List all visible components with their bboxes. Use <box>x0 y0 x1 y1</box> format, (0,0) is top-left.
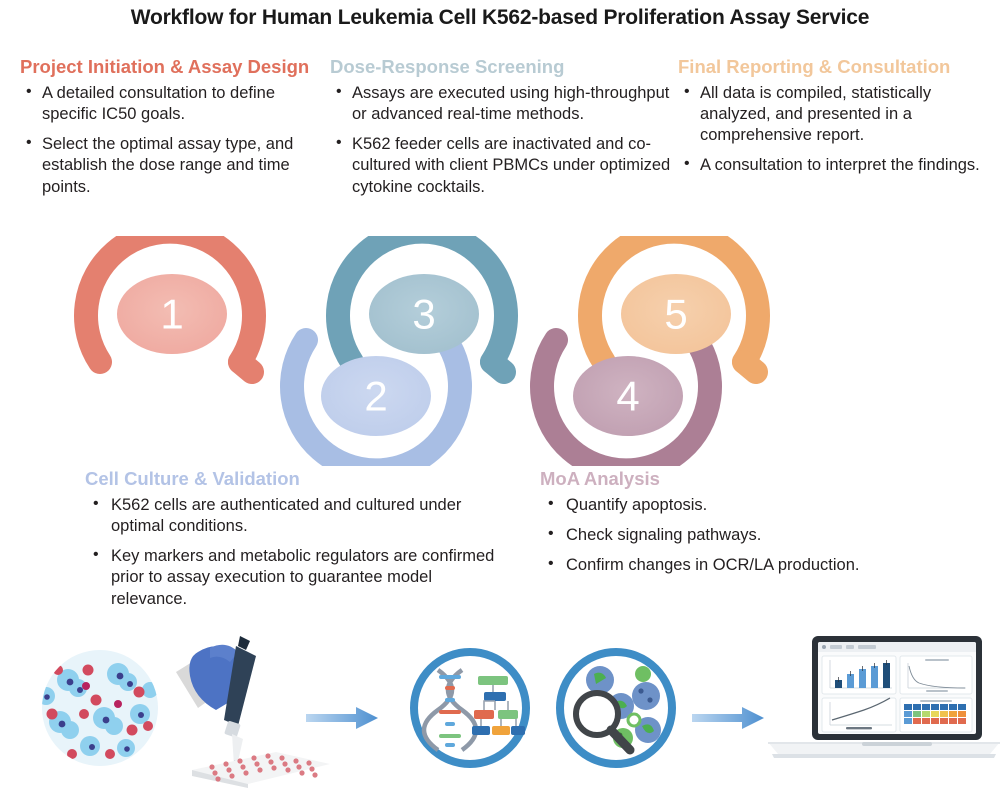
step-2-bullet-list: • K562 cells are authenticated and cultur… <box>85 495 505 610</box>
bullet-dot-icon: • <box>26 134 32 152</box>
bullet-dot-icon: • <box>548 494 554 512</box>
cell-culture-dish-icon <box>42 650 158 766</box>
bullet-text: Select the optimal assay type, and estab… <box>42 135 294 196</box>
step-1-number: 1 <box>160 291 183 338</box>
workflow-ribbon: 1 2 3 4 5 <box>74 236 770 466</box>
list-item: • A detailed consultation to define speci… <box>20 83 310 126</box>
list-item: • K562 cells are authenticated and cultur… <box>85 495 505 538</box>
step-5-text-block: Final Reporting & Consultation • All data… <box>678 56 988 186</box>
pipette-microplate-icon <box>176 636 330 788</box>
list-item: • Check signaling pathways. <box>540 525 940 546</box>
list-item: • Quantify apoptosis. <box>540 495 940 516</box>
bullet-dot-icon: • <box>684 155 690 173</box>
step-4-heading: MoA Analysis <box>540 468 660 489</box>
step-1-text-block: Project Initiation & Assay Design • A det… <box>20 56 310 207</box>
bullet-text: K562 cells are authenticated and culture… <box>111 495 462 535</box>
ribbon-arc-step-1 <box>74 236 266 374</box>
step-3-number: 3 <box>412 291 435 338</box>
arrow-2-icon <box>692 707 764 729</box>
bullet-text: A detailed consultation to define specif… <box>42 83 276 123</box>
step-2-number-badge <box>321 356 431 436</box>
list-item: • Key markers and metabolic regulators ar… <box>85 546 505 610</box>
step-5-number-badge <box>621 274 731 354</box>
ribbon-join-3-4 <box>480 350 516 384</box>
bullet-text: A consultation to interpret the findings… <box>700 156 980 175</box>
ribbon-join-1-2 <box>228 350 264 384</box>
step-5-bullet-list: • All data is compiled, statistically ana… <box>678 83 988 177</box>
laptop-dashboard-icon <box>768 636 1000 758</box>
list-item: • Assays are executed using high-throughp… <box>330 83 675 126</box>
list-item: • K562 feeder cells are inactivated and c… <box>330 134 675 198</box>
step-1-number-badge <box>117 274 227 354</box>
step-3-number-badge <box>369 274 479 354</box>
bullet-dot-icon: • <box>93 494 99 512</box>
step-3-heading: Dose-Response Screening <box>330 56 565 77</box>
bullet-dot-icon: • <box>548 524 554 542</box>
bullet-dot-icon: • <box>336 82 342 100</box>
step-3-bullet-list: • Assays are executed using high-throughp… <box>330 83 675 198</box>
bullet-text: K562 feeder cells are inactivated and co… <box>352 135 671 196</box>
bullet-dot-icon: • <box>548 555 554 573</box>
bullet-dot-icon: • <box>336 134 342 152</box>
page-title: Workflow for Human Leukemia Cell K562-ba… <box>130 6 870 29</box>
bullet-text: Confirm changes in OCR/LA production. <box>566 556 860 575</box>
step-4-text-block: MoA Analysis • Quantify apoptosis. • Check… <box>540 468 940 585</box>
step-4-number-badge <box>573 356 683 436</box>
bullet-text: Key markers and metabolic regulators are… <box>111 547 495 608</box>
ribbon-arc-step-3 <box>326 236 518 374</box>
step-1-heading: Project Initiation & Assay Design <box>20 56 310 77</box>
dna-pathway-icon <box>410 648 530 768</box>
microscope-analysis-icon <box>556 648 676 768</box>
step-2-text-block: Cell Culture & Validation • K562 cells ar… <box>85 468 505 619</box>
arrow-1-icon <box>306 707 378 729</box>
bullet-text: Quantify apoptosis. <box>566 495 708 514</box>
ribbon-join-5-end <box>732 350 768 384</box>
list-item: • All data is compiled, statistically ana… <box>678 83 988 147</box>
list-item: • Confirm changes in OCR/LA production. <box>540 555 940 576</box>
ribbon-arc-step-2 <box>280 328 472 466</box>
ribbon-arc-step-4 <box>530 328 722 466</box>
list-item: • A consultation to interpret the finding… <box>678 155 988 176</box>
bullet-dot-icon: • <box>93 546 99 564</box>
bullet-text: Check signaling pathways. <box>566 525 762 544</box>
bullet-dot-icon: • <box>684 82 690 100</box>
step-4-number: 4 <box>616 373 639 420</box>
step-5-number: 5 <box>664 291 687 338</box>
bullet-text: Assays are executed using high-throughpu… <box>352 83 670 123</box>
step-3-text-block: Dose-Response Screening • Assays are exec… <box>330 56 675 207</box>
step-5-heading: Final Reporting & Consultation <box>678 56 951 77</box>
step-4-bullet-list: • Quantify apoptosis. • Check signaling pa… <box>540 495 940 577</box>
step-2-heading: Cell Culture & Validation <box>85 468 300 489</box>
bullet-text: All data is compiled, statistically anal… <box>700 83 932 145</box>
list-item: • Select the optimal assay type, and esta… <box>20 134 310 198</box>
bullet-dot-icon: • <box>26 82 32 100</box>
step-1-bullet-list: • A detailed consultation to define speci… <box>20 83 310 198</box>
step-2-number: 2 <box>364 373 387 420</box>
illustration-row <box>42 636 1000 788</box>
ribbon-arc-step-5 <box>578 236 770 374</box>
